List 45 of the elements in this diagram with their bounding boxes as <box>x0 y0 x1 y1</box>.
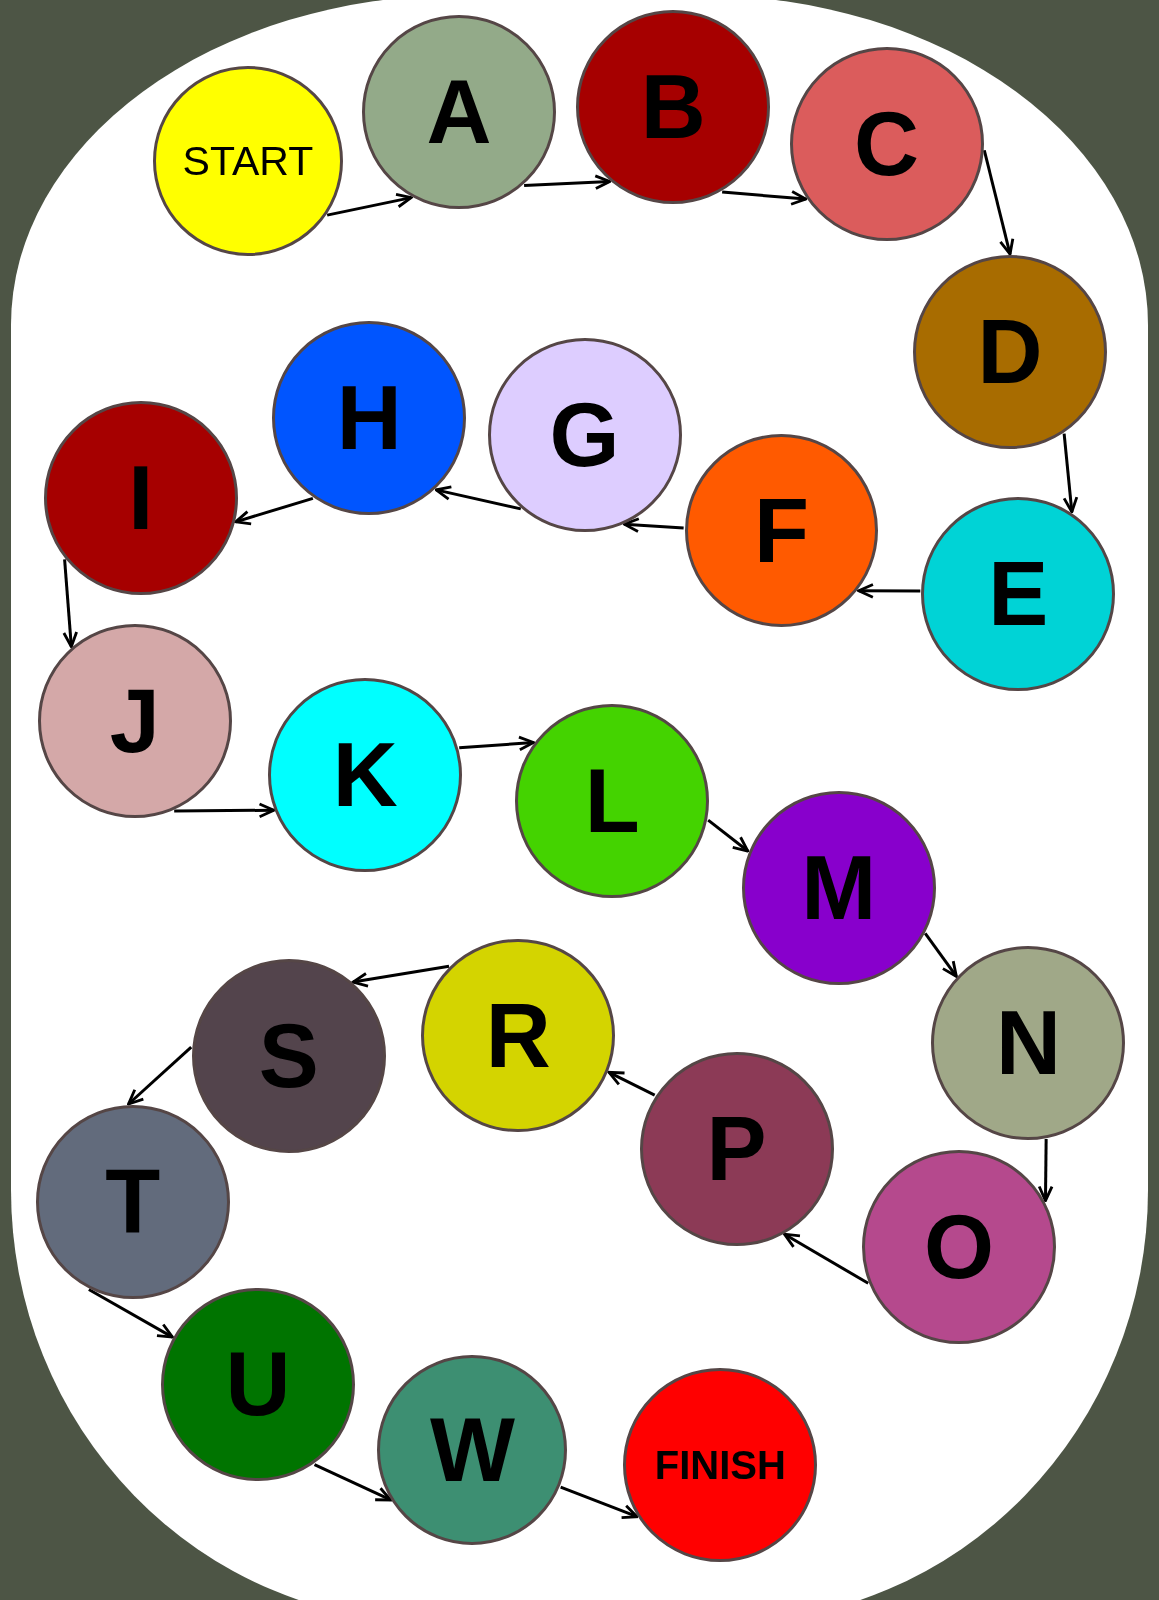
space-label: START <box>182 140 314 182</box>
arrow <box>524 174 612 190</box>
space-label: G <box>549 389 620 480</box>
space-label: C <box>854 98 920 189</box>
arrow <box>62 559 78 649</box>
arrow <box>707 818 750 853</box>
space-label: P <box>706 1103 767 1194</box>
arrow <box>127 1045 193 1106</box>
space-label: H <box>336 373 402 464</box>
space-label: M <box>801 842 877 933</box>
space-label: W <box>429 1404 515 1495</box>
arrow <box>1062 433 1079 514</box>
arrow <box>351 964 450 988</box>
space-label: F <box>754 485 809 576</box>
space-label: L <box>584 755 640 846</box>
space-label: N <box>995 997 1061 1088</box>
arrow <box>622 517 684 533</box>
arrow <box>326 192 413 217</box>
arrow <box>982 149 1015 256</box>
space-label: I <box>128 452 154 543</box>
arrow <box>924 932 958 978</box>
arrow <box>459 735 535 752</box>
space-label: E <box>988 548 1049 639</box>
space-label: B <box>640 62 706 153</box>
arrow <box>313 1463 393 1502</box>
arrow <box>434 485 522 511</box>
arrow <box>607 1070 656 1097</box>
arrow <box>560 1485 639 1519</box>
arrow <box>234 496 314 526</box>
arrow <box>857 583 921 599</box>
space-label: U <box>225 1339 291 1430</box>
arrow <box>783 1232 869 1285</box>
space-label: R <box>485 990 551 1081</box>
space-label: J <box>109 676 160 767</box>
space-label: T <box>105 1156 161 1247</box>
space-label: FINISH <box>654 1445 786 1486</box>
space-label: K <box>332 730 398 821</box>
arrow <box>722 190 808 206</box>
space-label: O <box>924 1201 994 1292</box>
space-label: A <box>426 67 492 158</box>
arrow <box>174 802 276 819</box>
arrow <box>88 1288 174 1339</box>
space-label: S <box>258 1010 319 1101</box>
arrow <box>1037 1138 1054 1203</box>
space-label: D <box>977 306 1043 397</box>
